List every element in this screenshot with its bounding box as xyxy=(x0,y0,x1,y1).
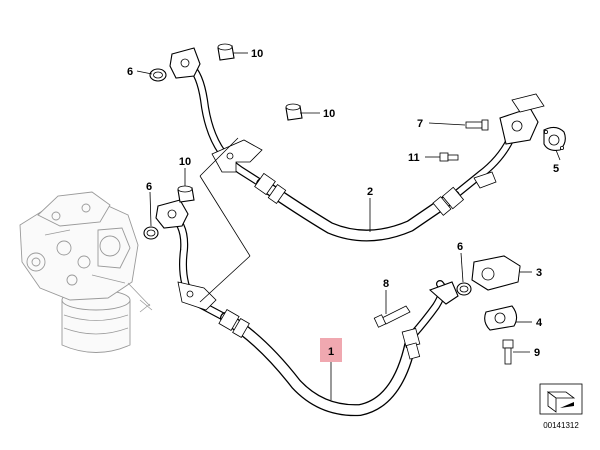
callout-7: 7 xyxy=(417,118,423,130)
callout-labels: 1 2 3 4 5 6 6 6 7 8 9 10 10 10 11 xyxy=(127,48,559,359)
callout-4: 4 xyxy=(536,317,543,329)
callout-9: 9 xyxy=(534,347,540,359)
highlight-box xyxy=(320,338,342,362)
callout-2: 2 xyxy=(367,186,373,198)
rubber-grommets xyxy=(177,43,303,203)
callout-10-middle: 10 xyxy=(323,108,335,120)
diagram-reference: 00141312 xyxy=(539,383,583,430)
callout-leaders xyxy=(136,52,561,400)
bolts xyxy=(373,119,514,365)
view-direction-arrow-icon xyxy=(546,391,576,413)
callout-11: 11 xyxy=(408,152,420,164)
callout-6-top: 6 xyxy=(127,66,133,78)
lower-hose-pipe xyxy=(155,199,459,417)
callout-10-left: 10 xyxy=(179,156,191,168)
callout-3: 3 xyxy=(536,267,542,279)
flange-block xyxy=(471,255,521,291)
callout-1: 1 xyxy=(328,346,334,358)
seal-rings xyxy=(143,68,472,296)
callout-10-top: 10 xyxy=(251,48,263,60)
gaskets xyxy=(484,126,566,331)
diagram-id: 00141312 xyxy=(543,421,579,430)
callout-8: 8 xyxy=(383,278,389,290)
callout-5: 5 xyxy=(553,163,559,175)
callout-6-right: 6 xyxy=(457,241,463,253)
upper-hose-pipe xyxy=(169,47,545,242)
callout-6-left: 6 xyxy=(146,181,152,193)
oil-filter-housing xyxy=(19,191,153,353)
grouping-lines xyxy=(199,137,251,303)
